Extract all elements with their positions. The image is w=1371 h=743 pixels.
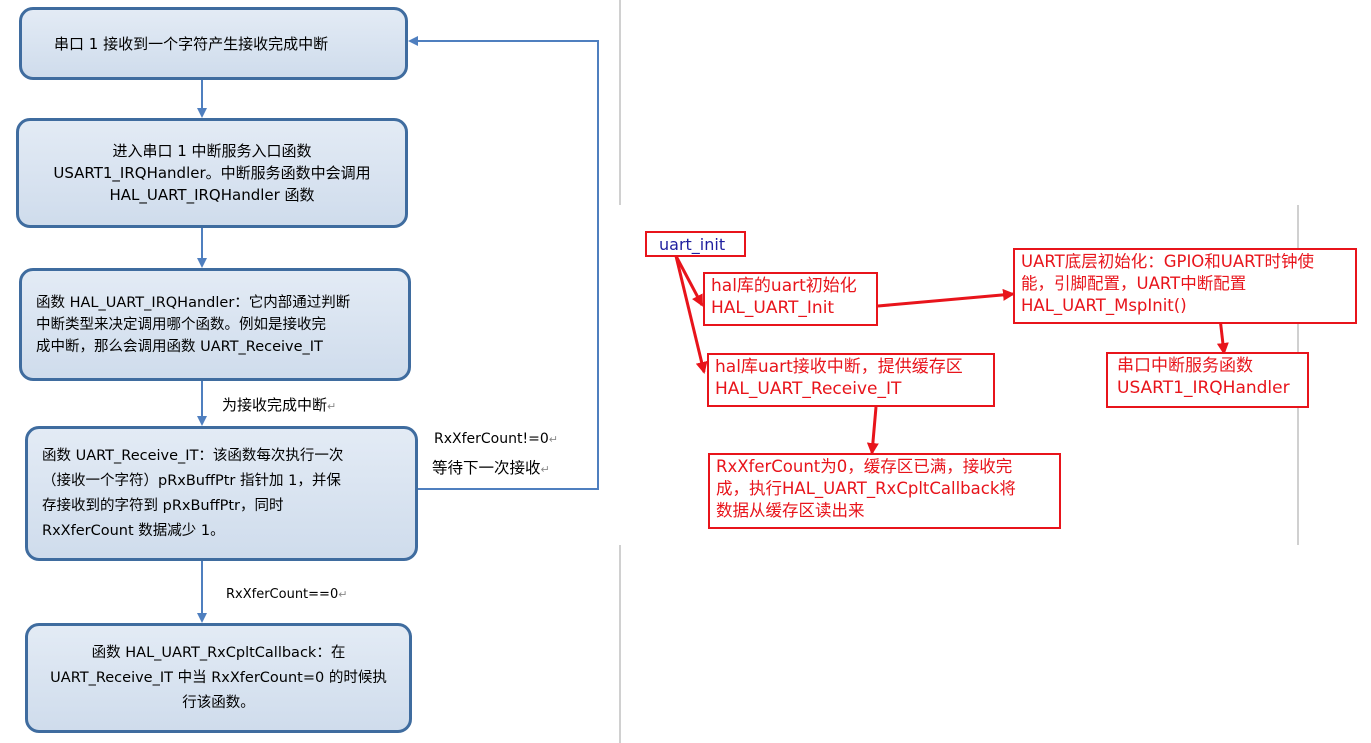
label-wait-next: 等待下一次接收↵ bbox=[432, 456, 550, 478]
paragraph-mark: ↵ bbox=[338, 588, 348, 601]
flow-step-3-line-2: 中断类型来决定调用哪个函数。例如是接收完 bbox=[36, 316, 326, 333]
flow-step-3-line-3: 成中断，那么会调用函数 UART_Receive_IT bbox=[36, 338, 323, 355]
annotation-msp-init-line-1: UART底层初始化：GPIO和UART时钟使 bbox=[1021, 252, 1315, 271]
annotation-hal-receive-line-1: hal库uart接收中断，提供缓存区 bbox=[715, 357, 963, 377]
annotation-msp-init-line-3: HAL_UART_MspInit() bbox=[1021, 296, 1187, 315]
label-receive-complete: 为接收完成中断↵ bbox=[222, 394, 336, 415]
label-receive-complete-text: 为接收完成中断 bbox=[222, 396, 328, 414]
annotation-hal-init-line-1: hal库的uart初始化 bbox=[711, 276, 857, 296]
annotation-irq-handler-line-2: USART1_IRQHandler bbox=[1117, 378, 1290, 398]
annotation-callback-line-2: 成，执行HAL_UART_RxCpltCallback将 bbox=[716, 479, 1016, 498]
divider-line-left bbox=[619, 0, 621, 205]
flow-step-2-line-1: 进入串口 1 中断服务入口函数 bbox=[112, 142, 312, 160]
annotation-callback-line-1: RxXferCount为0，缓存区已满，接收完 bbox=[716, 457, 1013, 476]
label-count-not-zero: RxXferCount!=0↵ bbox=[434, 431, 558, 447]
label-count-zero: RxXferCount==0↵ bbox=[226, 587, 347, 602]
flow-step-5: 函数 HAL_UART_RxCpltCallback：在 UART_Receiv… bbox=[25, 623, 412, 733]
annotation-uart-init-text: uart_init bbox=[659, 235, 726, 254]
flow-step-5-line-3: 行该函数。 bbox=[182, 694, 255, 711]
label-count-zero-text: RxXferCount==0 bbox=[226, 587, 339, 602]
flow-step-4-line-2: （接收一个字符）pRxBuffPtr 指针加 1，并保 bbox=[42, 472, 341, 489]
annotation-hal-init-line-2: HAL_UART_Init bbox=[711, 298, 835, 318]
annotation-uart-init: uart_init bbox=[645, 231, 746, 257]
flow-step-3-line-1: 函数 HAL_UART_IRQHandler：它内部通过判断 bbox=[36, 294, 351, 311]
flow-step-5-line-1: 函数 HAL_UART_RxCpltCallback：在 bbox=[91, 644, 346, 661]
annotation-msp-init-line-2: 能，引脚配置，UART中断配置 bbox=[1021, 274, 1247, 293]
flow-step-3: 函数 HAL_UART_IRQHandler：它内部通过判断 中断类型来决定调用… bbox=[19, 268, 411, 381]
flow-step-2-line-3: HAL_UART_IRQHandler 函数 bbox=[109, 186, 315, 204]
paragraph-mark: ↵ bbox=[548, 433, 558, 446]
divider-line-left-lower bbox=[619, 545, 621, 743]
flow-step-1: 串口 1 接收到一个字符产生接收完成中断 bbox=[19, 7, 408, 80]
red-arrow-init-receive bbox=[674, 255, 708, 374]
red-arrow-init-hal bbox=[674, 255, 704, 307]
paragraph-mark: ↵ bbox=[327, 400, 337, 413]
annotation-hal-receive-line-2: HAL_UART_Receive_IT bbox=[715, 379, 902, 399]
red-arrow-receive-callback bbox=[866, 406, 879, 455]
flow-step-4-line-4: RxXferCount 数据减少 1。 bbox=[42, 522, 225, 539]
label-wait-next-text: 等待下一次接收 bbox=[432, 459, 541, 477]
flow-step-4: 函数 UART_Receive_IT：该函数每次执行一次 （接收一个字符）pRx… bbox=[25, 426, 418, 561]
arrow-loop-back bbox=[408, 36, 599, 490]
annotation-irq-handler: 串口中断服务函数 USART1_IRQHandler bbox=[1106, 352, 1309, 408]
flow-step-1-line-1: 串口 1 接收到一个字符产生接收完成中断 bbox=[54, 34, 329, 53]
flow-step-2-line-2: USART1_IRQHandler。中断服务函数中会调用 bbox=[53, 164, 371, 182]
flow-step-2: 进入串口 1 中断服务入口函数 USART1_IRQHandler。中断服务函数… bbox=[16, 118, 408, 228]
annotation-callback-line-3: 数据从缓存区读出来 bbox=[716, 501, 865, 520]
label-count-not-zero-text: RxXferCount!=0 bbox=[434, 431, 549, 447]
annotation-hal-init: hal库的uart初始化 HAL_UART_Init bbox=[703, 272, 878, 326]
annotation-msp-init: UART底层初始化：GPIO和UART时钟使 能，引脚配置，UART中断配置 H… bbox=[1013, 248, 1357, 324]
paragraph-mark: ↵ bbox=[540, 463, 550, 476]
annotation-callback: RxXferCount为0，缓存区已满，接收完 成，执行HAL_UART_RxC… bbox=[708, 453, 1061, 529]
flow-step-5-line-2: UART_Receive_IT 中当 RxXferCount=0 的时候执 bbox=[50, 669, 387, 686]
annotation-irq-handler-line-1: 串口中断服务函数 bbox=[1117, 356, 1253, 376]
annotation-hal-receive: hal库uart接收中断，提供缓存区 HAL_UART_Receive_IT bbox=[707, 353, 995, 407]
flow-step-4-line-3: 存接收到的字符到 pRxBuffPtr，同时 bbox=[42, 497, 284, 514]
flow-step-4-line-1: 函数 UART_Receive_IT：该函数每次执行一次 bbox=[42, 447, 344, 464]
red-arrow-hal-msp bbox=[877, 288, 1015, 308]
